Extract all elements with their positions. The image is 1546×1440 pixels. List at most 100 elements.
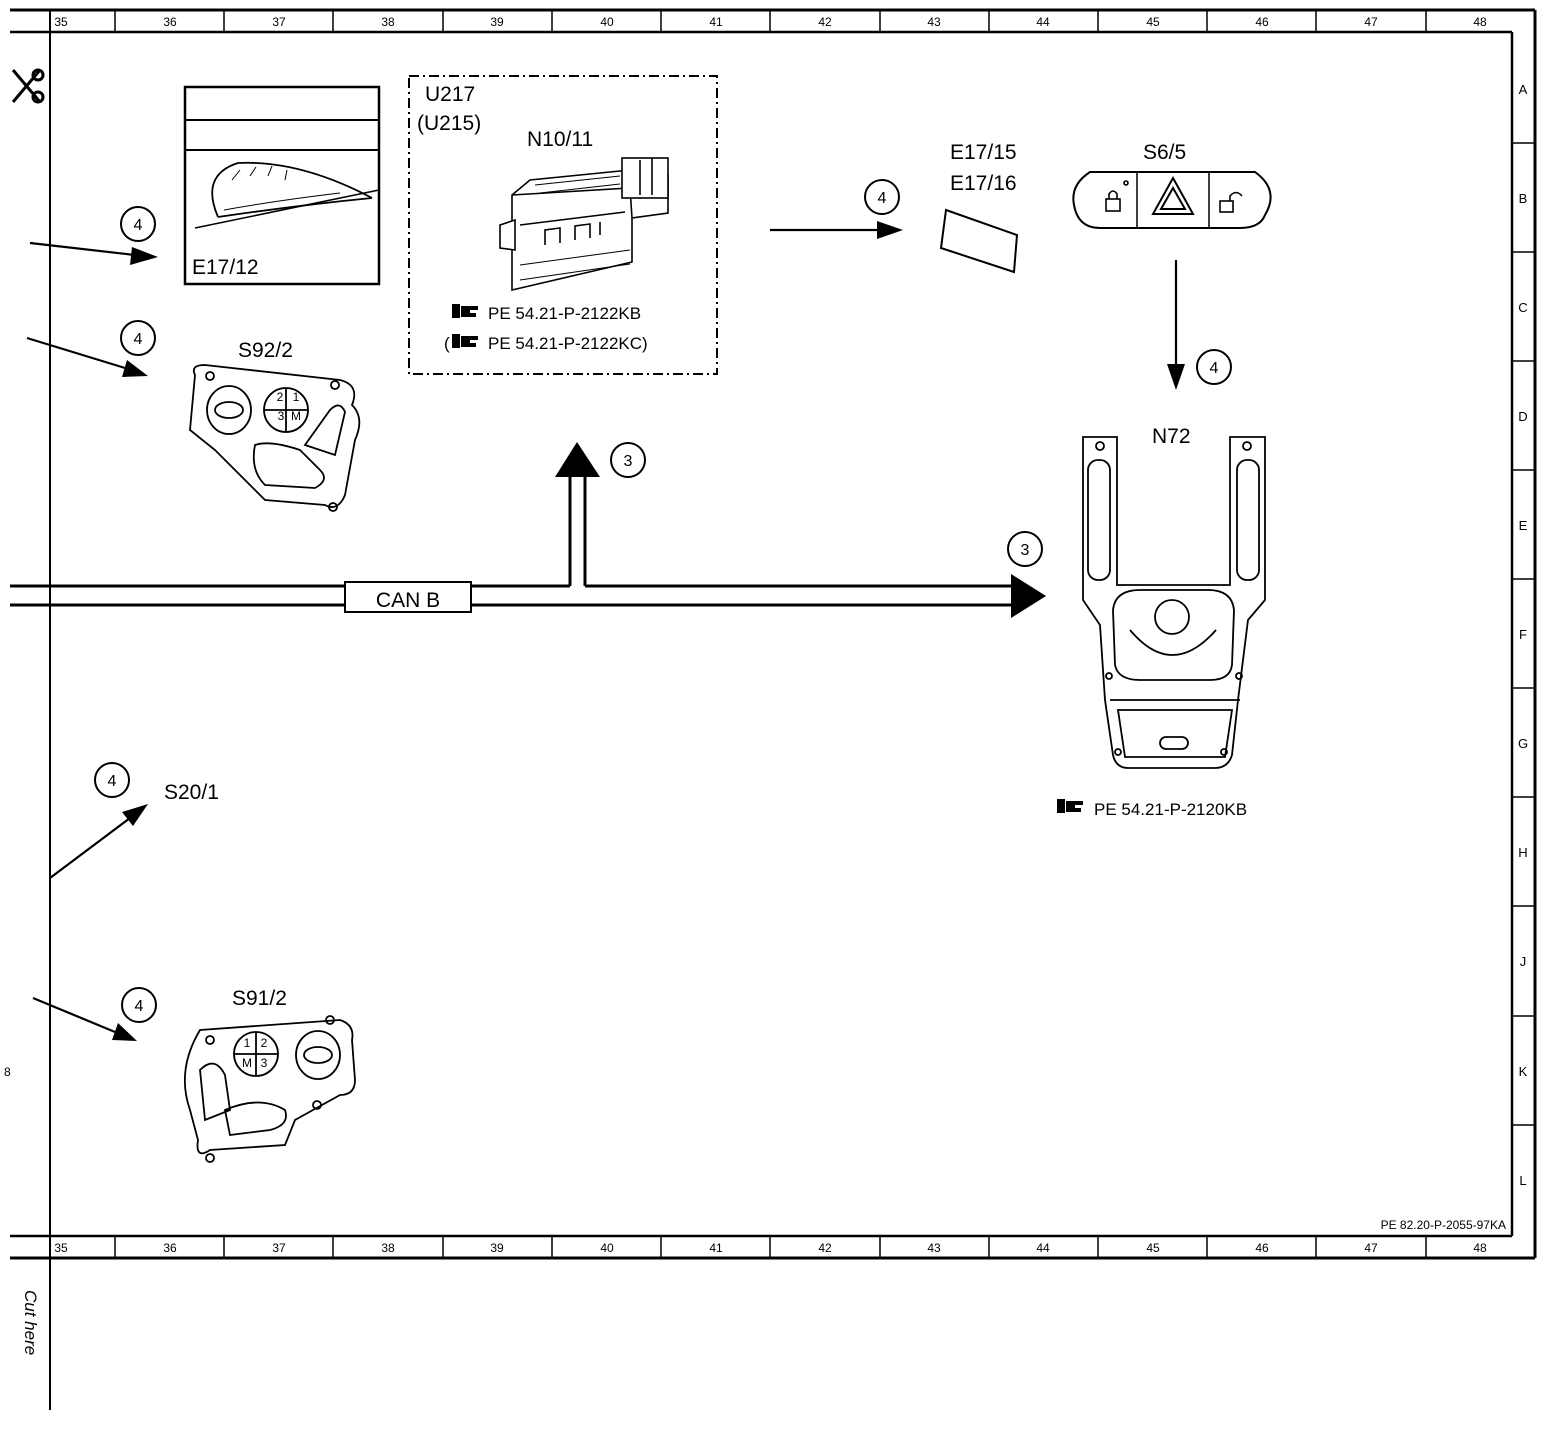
svg-text:M: M — [291, 409, 301, 423]
col-label: 43 — [927, 1241, 941, 1255]
row-label: H — [1518, 845, 1527, 860]
marker-4: 4 — [1196, 349, 1232, 385]
svg-text:4: 4 — [135, 998, 144, 1015]
col-label: 44 — [1036, 15, 1050, 29]
col-label: 35 — [54, 15, 68, 29]
can-b-bus: CAN B — [10, 442, 1046, 618]
e17-12-component: E17/12 — [183, 85, 381, 286]
ambient-light-drawing — [194, 161, 380, 229]
svg-text:3: 3 — [261, 1056, 268, 1070]
cut-here-label: Cut here — [21, 1290, 40, 1355]
n10-reference-2: PE 54.21-P-2122KC) — [488, 334, 648, 353]
s92-2-label: S92/2 — [238, 339, 293, 362]
frame — [10, 8, 1537, 1410]
s20-1-label: S20/1 — [164, 781, 219, 804]
can-b-label: CAN B — [376, 589, 440, 612]
svg-text:4: 4 — [878, 190, 887, 207]
s91-2-seat-switch: S91/2 1 2 M 3 — [183, 987, 356, 1163]
row-label: J — [1520, 954, 1527, 969]
row-ticks — [1512, 142, 1535, 1126]
arrow-to-s92-2 — [26, 336, 148, 377]
marker-3: 3 — [1007, 531, 1043, 567]
marker-3: 3 — [610, 442, 646, 478]
row-label: G — [1518, 736, 1528, 751]
light-lens-drawing — [939, 208, 1019, 274]
col-label: 47 — [1364, 1241, 1378, 1255]
svg-text:4: 4 — [134, 331, 143, 348]
row-label: E — [1519, 518, 1528, 533]
n72-reference: PE 54.21-P-2120KB — [1094, 800, 1247, 819]
reference-hand-icon — [452, 304, 478, 318]
svg-text:4: 4 — [1210, 360, 1219, 377]
marker-4: 4 — [864, 179, 900, 215]
row-label: L — [1519, 1173, 1526, 1188]
u217-module-box: U217 (U215) N10/11 PE 54.21-P-2122KB ( P… — [408, 75, 718, 375]
s92-2-seat-switch: S92/2 2 1 3 M — [189, 339, 361, 512]
n10-11-label: N10/11 — [527, 128, 593, 151]
svg-text:4: 4 — [108, 773, 117, 790]
svg-text:1: 1 — [244, 1036, 251, 1050]
col-label: 36 — [163, 1241, 177, 1255]
col-label: 37 — [272, 15, 286, 29]
col-label: 39 — [490, 1241, 504, 1255]
row-label: F — [1519, 627, 1527, 642]
svg-text:4: 4 — [134, 217, 143, 234]
column-numbers-bottom: 35 36 37 38 39 40 41 42 43 44 45 46 47 4… — [54, 1241, 1487, 1255]
col-label: 42 — [818, 1241, 832, 1255]
col-label: 41 — [709, 15, 723, 29]
circled-markers: 4 4 4 4 3 3 4 4 — [94, 179, 1232, 1023]
scissors-icon — [11, 68, 45, 104]
col-label: 46 — [1255, 1241, 1269, 1255]
col-label: 44 — [1036, 1241, 1050, 1255]
arrow-to-s20-1 — [49, 804, 148, 879]
n10-reference-paren: ( — [444, 334, 450, 353]
col-label: 46 — [1255, 15, 1269, 29]
col-label: 45 — [1146, 1241, 1160, 1255]
col-label: 42 — [818, 15, 832, 29]
col-label: 36 — [163, 15, 177, 29]
s91-2-label: S91/2 — [232, 987, 287, 1010]
arrow-to-s91-2 — [32, 996, 137, 1041]
e17-12-label: E17/12 — [192, 256, 259, 279]
marker-4: 4 — [121, 987, 157, 1023]
document-id: PE 82.20-P-2055-97KA — [1381, 1218, 1506, 1232]
column-ticks — [114, 10, 1427, 1258]
unlock-icon — [1219, 191, 1243, 213]
svg-text:M: M — [242, 1056, 252, 1070]
col-label: 41 — [709, 1241, 723, 1255]
arrow-to-n72 — [1167, 260, 1185, 390]
can-bus-right-arrow — [1011, 574, 1046, 618]
row-label: K — [1519, 1064, 1528, 1079]
row-letters: A B C D E F G H J K L — [1518, 82, 1528, 1188]
control-unit-drawing — [499, 157, 669, 292]
u215-label: (U215) — [417, 112, 481, 135]
row-label: D — [1518, 409, 1527, 424]
row-label: C — [1518, 300, 1527, 315]
row-label: B — [1519, 191, 1528, 206]
e17-15-16-component: E17/15 E17/16 — [939, 141, 1019, 274]
hazard-triangle-icon — [1151, 175, 1195, 215]
col-label: 45 — [1146, 15, 1160, 29]
col-label: 47 — [1364, 15, 1378, 29]
col-label: 43 — [927, 15, 941, 29]
col-label: 38 — [381, 1241, 395, 1255]
reference-hand-icon — [452, 334, 478, 348]
n72-label: N72 — [1152, 425, 1191, 448]
arrow-to-e17-15 — [770, 221, 903, 239]
signal-arrows — [26, 221, 1185, 1041]
marker-4: 4 — [94, 762, 130, 798]
s6-5-switch: S6/5 — [1072, 141, 1272, 229]
u217-label: U217 — [425, 83, 475, 106]
svg-text:2: 2 — [277, 390, 284, 404]
marker-4: 4 — [120, 320, 156, 356]
e17-15-label: E17/15 — [950, 141, 1017, 164]
svg-text:1: 1 — [293, 390, 300, 404]
can-bus-up-arrow — [555, 442, 600, 477]
col-label: 48 — [1473, 15, 1487, 29]
margin-mark: 8 — [4, 1065, 11, 1079]
col-label: 48 — [1473, 1241, 1487, 1255]
e17-16-label: E17/16 — [950, 172, 1017, 195]
n10-reference-1: PE 54.21-P-2122KB — [488, 304, 641, 323]
row-label: A — [1519, 82, 1528, 97]
